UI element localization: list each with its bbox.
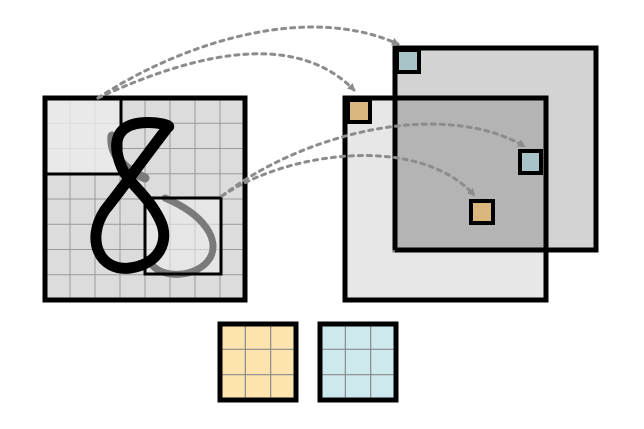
output-cell-blue-top (395, 48, 421, 74)
kernel-orange (217, 321, 299, 403)
kernel-orange-border (217, 321, 299, 403)
output-cell-orange-center (469, 199, 495, 225)
kernel-blue (317, 321, 399, 403)
output-cell-blue-center (518, 149, 543, 175)
kernel-blue-fill (320, 324, 396, 400)
input-image-border (42, 95, 248, 303)
receptive-window-outline-top-left (45, 98, 123, 176)
feature-map-front (342, 95, 549, 303)
arrow-to-orange-top (96, 52, 356, 100)
arrow-to-orange-center (220, 154, 476, 198)
kernel-blue-border (317, 321, 399, 403)
input-image (42, 95, 248, 303)
arrow-to-blue-center (220, 122, 526, 198)
output-cell-orange-top (346, 98, 372, 124)
mapping-arrows (96, 25, 526, 198)
receptive-window-outline-center (143, 196, 223, 276)
kernel-orange-fill (220, 324, 296, 400)
arrow-to-blue-top (96, 25, 400, 100)
